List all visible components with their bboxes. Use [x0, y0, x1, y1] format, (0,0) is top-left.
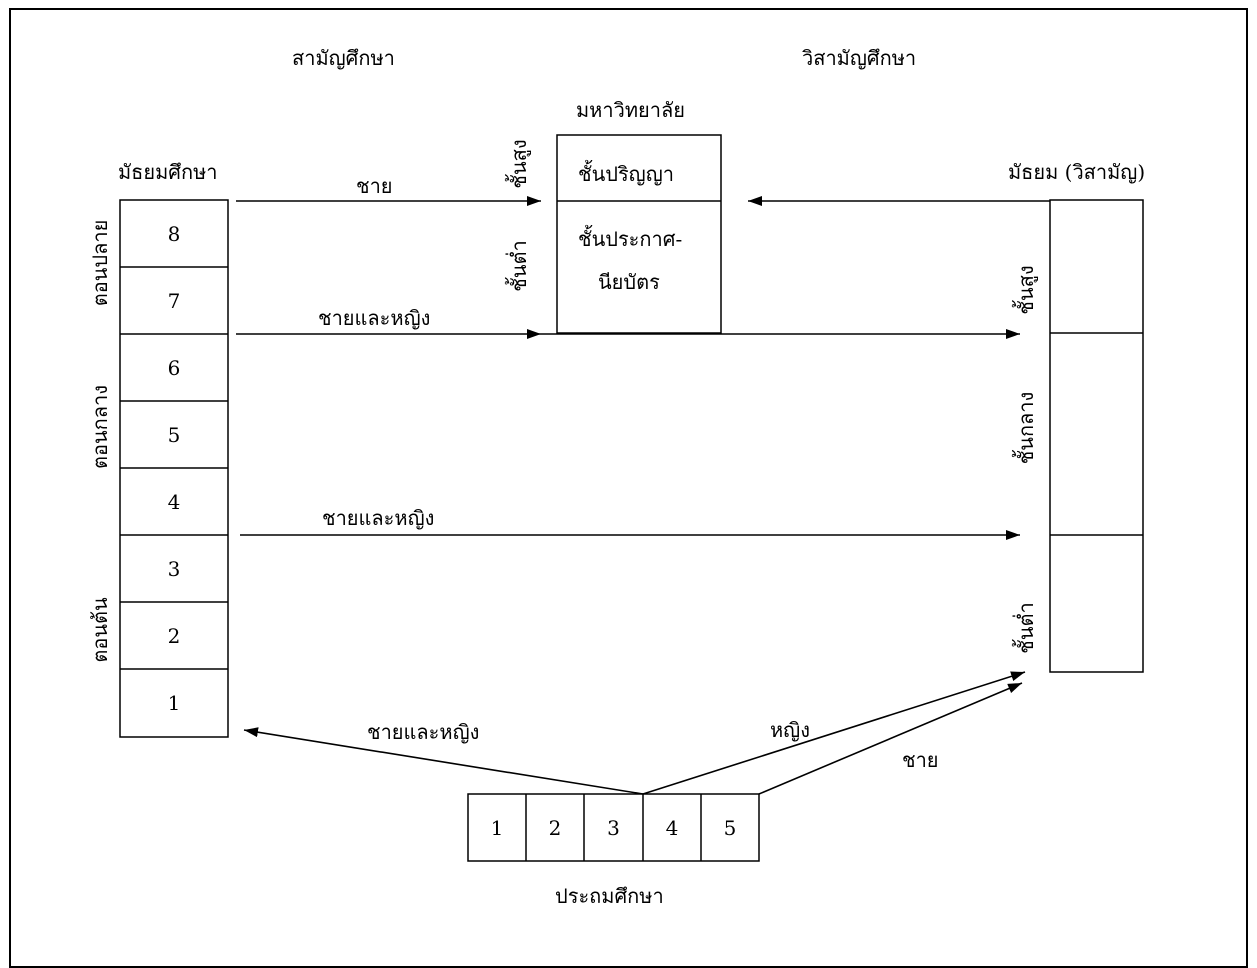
certificate-line2: นียบัตร — [598, 270, 660, 294]
secondary-grade-8: 8 — [167, 222, 181, 246]
secondary-grade-7: 7 — [167, 289, 181, 313]
vocational-secondary-label: มัธยม (วิสามัญ) — [1008, 160, 1146, 184]
university-upper-side-label: ชั้นสูง — [507, 139, 531, 189]
primary-grade-1: 1 — [490, 816, 504, 840]
vocational-column — [1049, 199, 1144, 673]
secondary-grade-3: 3 — [167, 557, 181, 581]
degree-level: ชั้นปริญญา — [578, 162, 674, 186]
stage-early-label: ตอนต้น — [88, 597, 112, 663]
arrow-label-men-from-primary: ชาย — [902, 748, 939, 772]
primary-label: ประถมศึกษา — [555, 884, 664, 908]
arrow-primary-to-secondary — [243, 727, 644, 795]
secondary-grade-2: 2 — [167, 624, 181, 648]
primary-grade-2: 2 — [548, 816, 562, 840]
stage-middle-label: ตอนกลาง — [88, 384, 112, 470]
stage-late-label: ตอนปลาย — [88, 219, 112, 307]
primary-grade-5: 5 — [723, 816, 737, 840]
secondary-grade-5: 5 — [167, 423, 181, 447]
arrow-label-both-from-grade4: ชายและหญิง — [322, 506, 435, 530]
university-lower-side-label: ชั้นต่ำ — [507, 240, 531, 292]
vocational-lower-label: ชั้นต่ำ — [1014, 602, 1038, 654]
arrow-label-both-from-primary: ชายและหญิง — [367, 720, 480, 744]
arrow-primary-women-to-vocational — [642, 671, 1026, 795]
secondary-grade-1: 1 — [167, 691, 181, 715]
vocational-upper-label: ชั้นสูง — [1014, 265, 1038, 315]
arrow-label-men-to-degree: ชาย — [356, 174, 393, 198]
secondary-grade-4: 4 — [167, 490, 181, 514]
general-education-label: สามัญศึกษา — [292, 46, 395, 70]
secondary-grade-6: 6 — [167, 356, 181, 380]
arrow-label-both-from-grade7: ชายและหญิง — [318, 306, 431, 330]
certificate-line1: ชั้นประกาศ- — [578, 227, 683, 251]
university-box — [556, 134, 722, 334]
primary-grade-3: 3 — [607, 816, 620, 840]
vocational-middle-label: ชั้นกลาง — [1014, 391, 1038, 465]
education-system-diagram — [119, 134, 1144, 862]
arrow-primary-men-to-vocational — [758, 682, 1023, 795]
primary-row — [467, 793, 760, 862]
arrow-label-women-from-primary: หญิง — [770, 718, 810, 742]
primary-grade-4: 4 — [665, 816, 679, 840]
university-label: มหาวิทยาลัย — [576, 98, 685, 122]
secondary-label: มัธยมศึกษา — [118, 160, 218, 184]
vocational-education-label: วิสามัญศึกษา — [802, 46, 917, 70]
